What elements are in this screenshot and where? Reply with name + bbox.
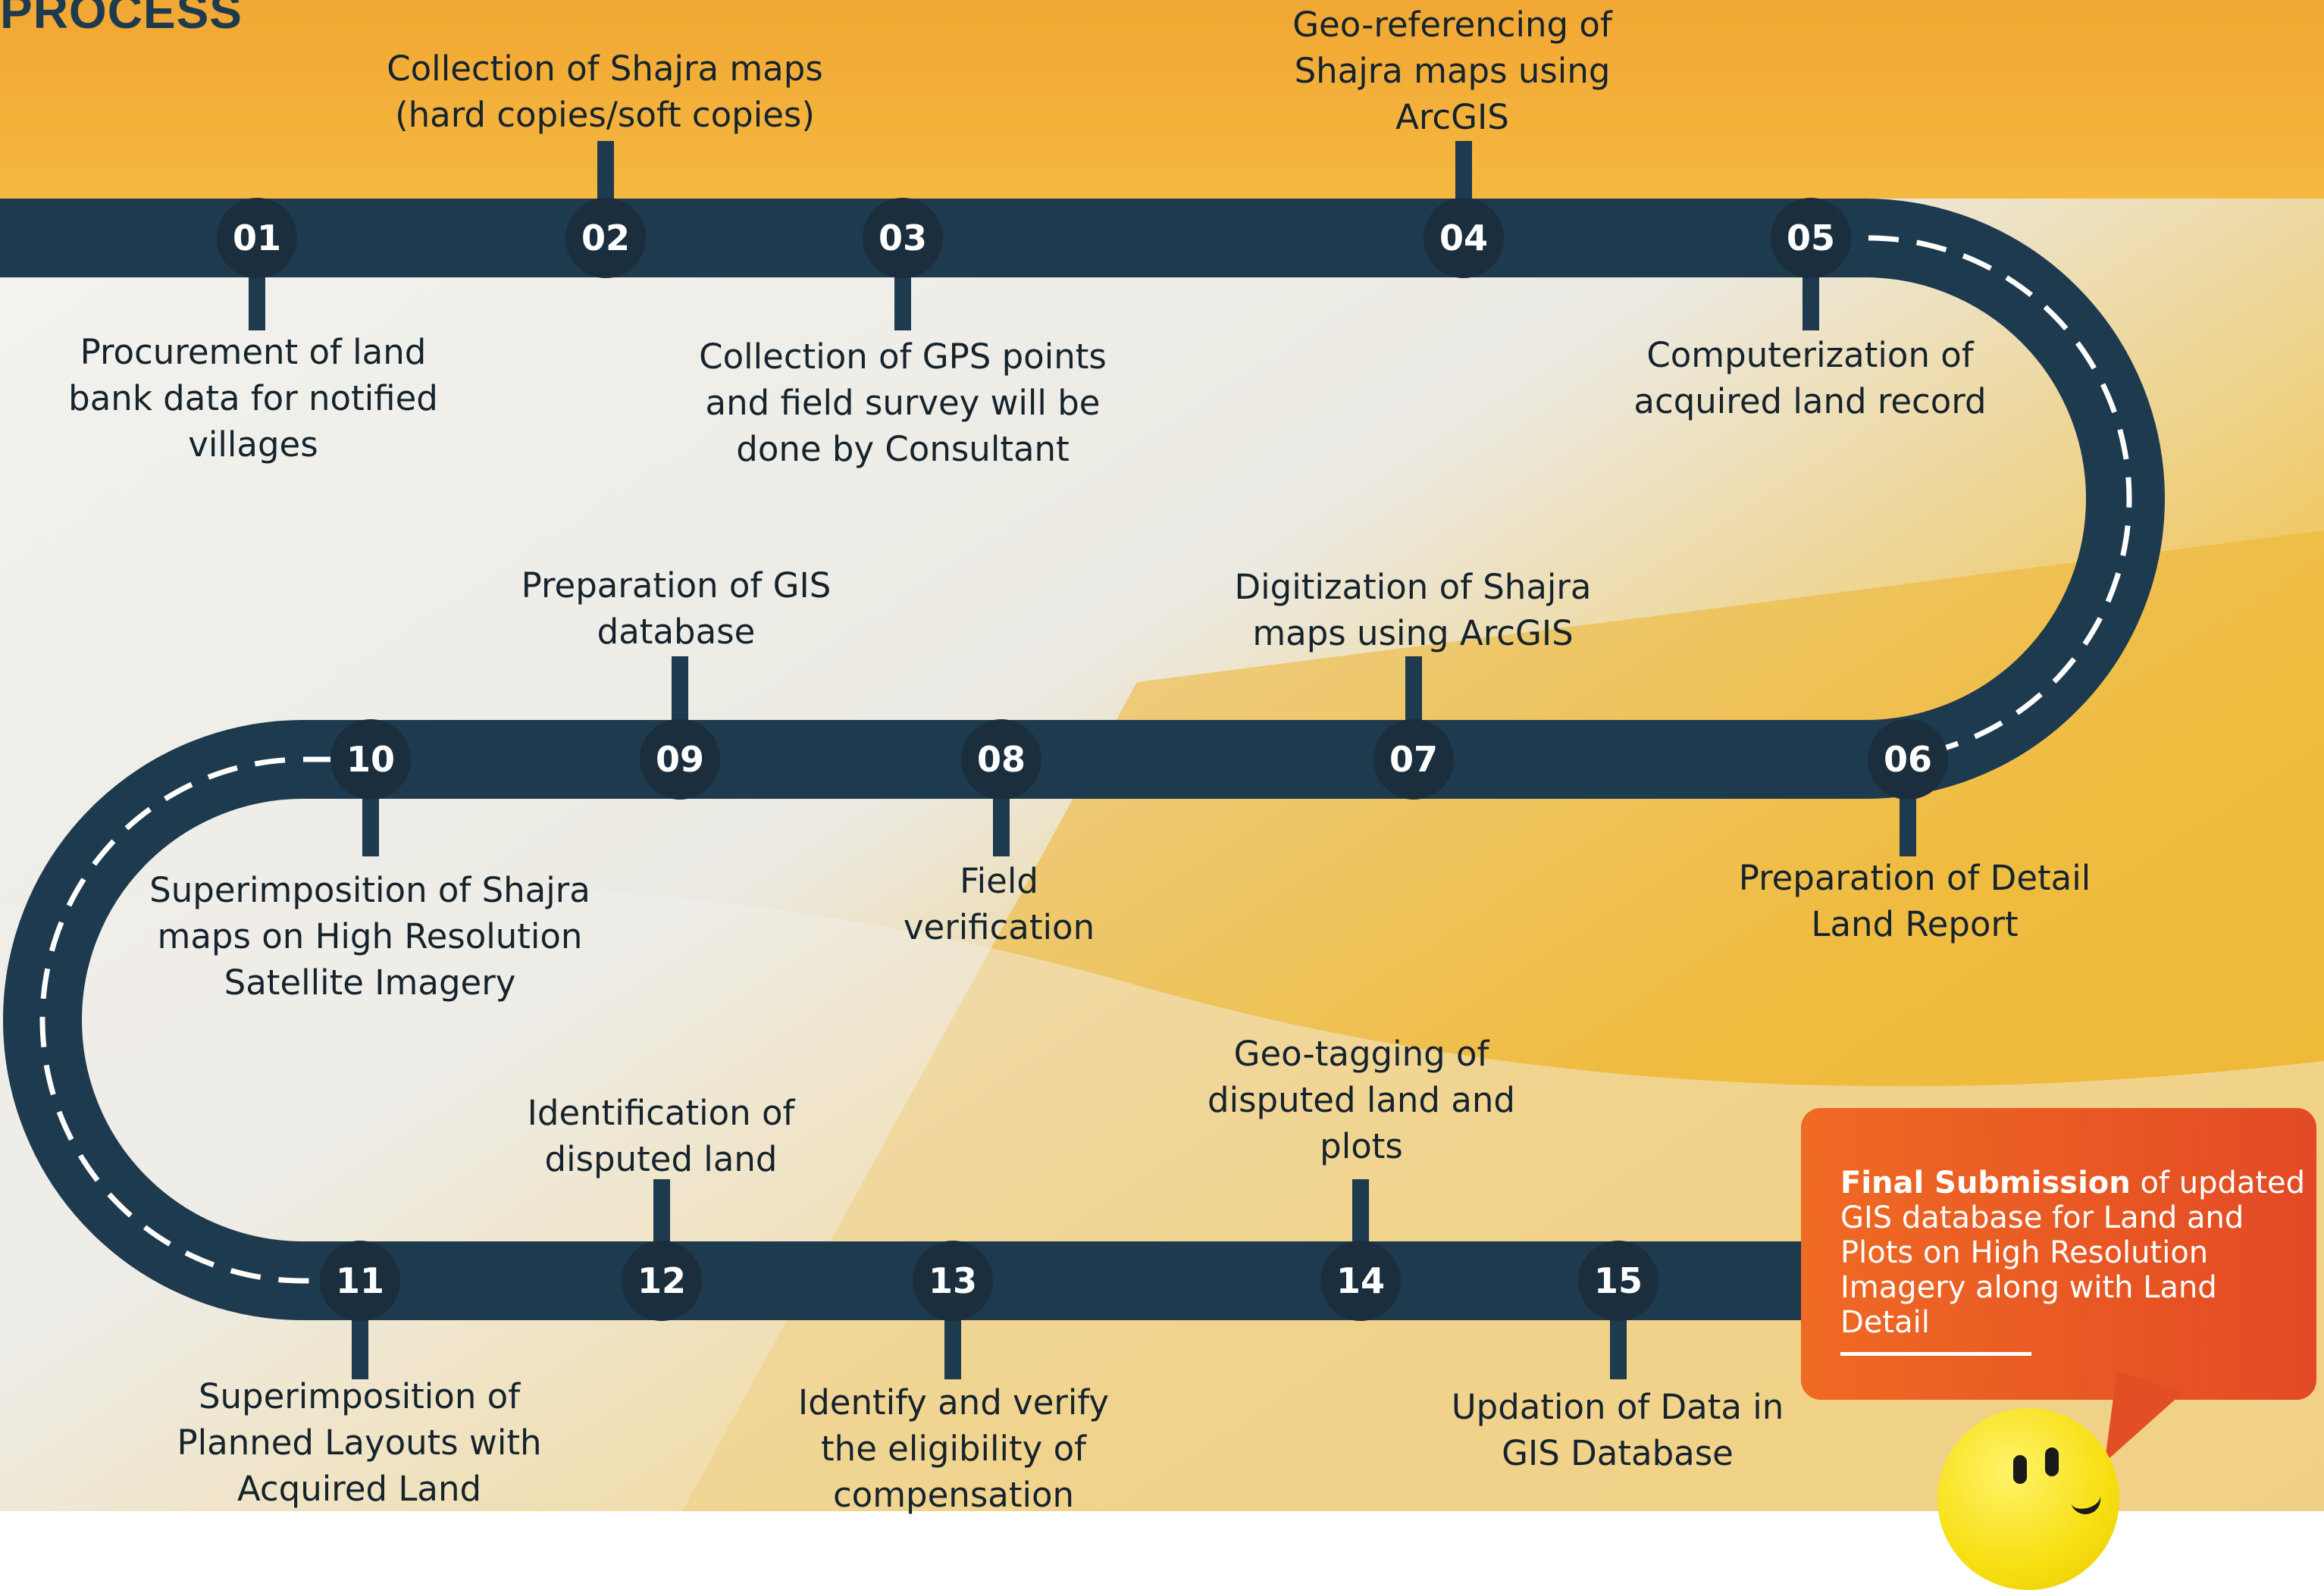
step-badge-11: 11 [320,1241,400,1321]
connector-13 [944,1319,961,1379]
step-badge-15: 15 [1578,1241,1658,1321]
step-label-05: Computerization of acquired land record [1633,335,1987,421]
step-badge-04: 04 [1424,198,1504,278]
step-badge-08: 08 [961,719,1041,800]
final-submission-body: of updated GIS database for Land and Plo… [1840,1166,2306,1340]
final-submission-callout [1801,1108,2316,1400]
page-title: PROCESS [0,0,243,39]
step-label-12: Identification of disputed land [527,1093,795,1179]
step-badge-07: 07 [1373,719,1454,800]
smiley-eye-right [2045,1448,2059,1476]
step-badge-12: 12 [622,1241,702,1321]
connector-10 [362,797,379,856]
step-badge-14: 14 [1320,1241,1401,1321]
smiley-mouth [2068,1485,2104,1518]
step-label-09: Preparation of GIS database [521,565,832,652]
final-submission-bold: Final Submission [1840,1166,2131,1200]
step-label-02: Collection of Shajra maps (hard copies/s… [387,49,823,135]
step-badge-01: 01 [217,198,297,278]
connector-08 [993,797,1010,856]
step-badge-05: 05 [1771,198,1851,278]
connector-02 [597,141,614,200]
step-badge-13: 13 [913,1241,993,1321]
connector-06 [1900,797,1916,856]
step-label-01: Procurement of land bank data for notifi… [68,332,438,465]
connector-07 [1405,656,1422,721]
connector-14 [1352,1179,1369,1243]
step-badge-02: 02 [565,198,646,278]
step-label-15: Updation of Data in GIS Database [1451,1387,1784,1473]
smiley-face-icon [1937,1408,2119,1590]
step-label-14: Geo-tagging of disputed land and plots [1207,1034,1515,1166]
callout-underline [1840,1352,2031,1356]
connector-11 [352,1319,368,1379]
step-badge-03: 03 [863,198,943,278]
connector-09 [672,656,688,721]
connector-05 [1803,276,1819,330]
step-label-03: Collection of GPS points and field surve… [699,336,1107,469]
step-label-08: Field verification [903,861,1095,947]
step-label-07: Digitization of Shajra maps using ArcGIS [1234,567,1592,653]
connector-03 [894,276,911,330]
step-label-10: Superimposition of Shajra maps on High R… [149,870,590,1003]
connector-01 [249,276,265,330]
step-badge-06: 06 [1868,719,1948,800]
final-submission-text: Final Submission of updated GIS database… [1840,1166,2310,1340]
step-label-11: Superimposition of Planned Layouts with … [177,1376,542,1509]
connector-15 [1610,1319,1627,1379]
step-label-04: Geo-referencing of Shajra maps using Arc… [1292,5,1612,137]
connector-04 [1455,141,1472,200]
smiley-eye-left [2013,1455,2027,1484]
step-label-13: Identify and verify the eligibility of c… [797,1382,1110,1515]
step-badge-10: 10 [330,719,411,800]
step-label-06: Preparation of Detail Land Report [1738,858,2091,944]
step-badge-09: 09 [640,719,720,800]
connector-12 [653,1179,670,1243]
